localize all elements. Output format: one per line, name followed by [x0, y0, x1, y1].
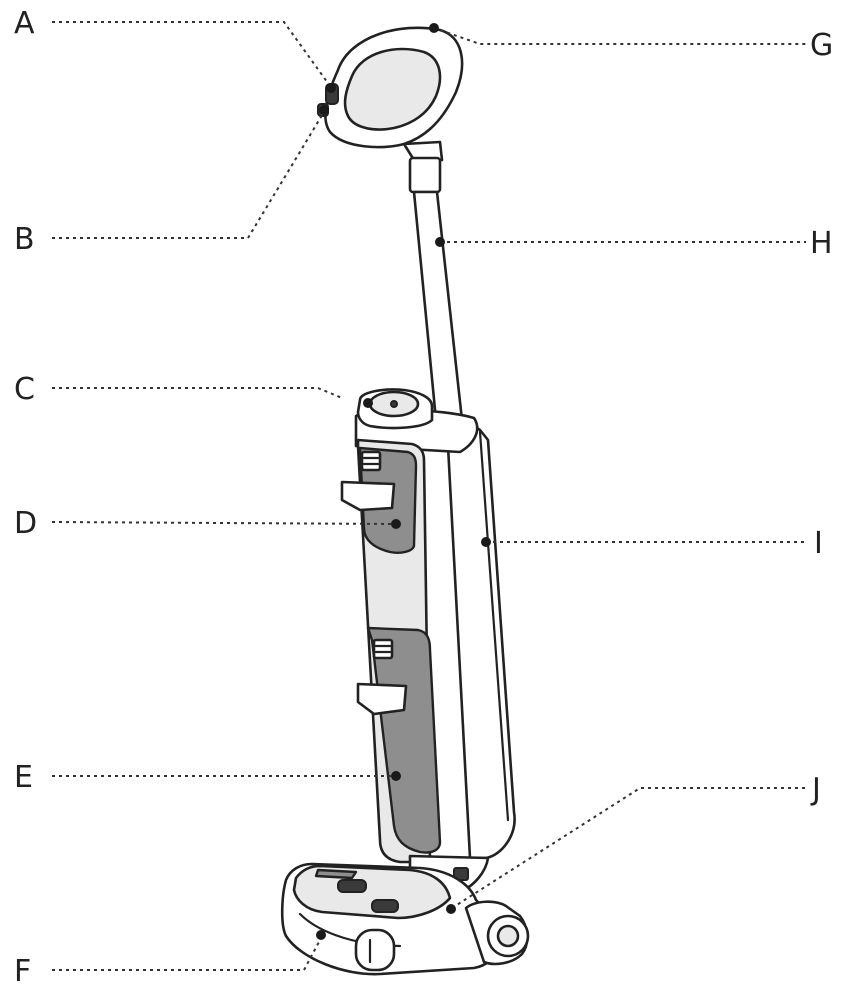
callout-label-d: D: [14, 506, 37, 541]
roller-latch-icon: [371, 899, 399, 913]
handle-grip: [317, 26, 464, 149]
floor-brush-head: [280, 862, 530, 976]
top-cap: [356, 388, 434, 430]
callout-label-c: C: [14, 372, 35, 407]
callout-label-e: E: [14, 760, 33, 795]
callout-label-h: H: [810, 226, 833, 261]
callout-label-j: J: [810, 772, 821, 807]
dirty-water-tank: [356, 626, 442, 854]
wet-dry-vacuum-illustration: [280, 26, 530, 976]
handle-rod: [402, 140, 464, 422]
callout-label-a: A: [14, 6, 35, 41]
callout-label-g: G: [810, 28, 833, 63]
callout-leaders: [51, 21, 806, 971]
callout-label-b: B: [14, 222, 35, 257]
callout-label-f: F: [14, 954, 31, 989]
callout-label-i: I: [814, 526, 823, 561]
tank-latch-icon: [337, 879, 367, 893]
callout-labels: A B C D E F G H I J: [14, 6, 833, 989]
